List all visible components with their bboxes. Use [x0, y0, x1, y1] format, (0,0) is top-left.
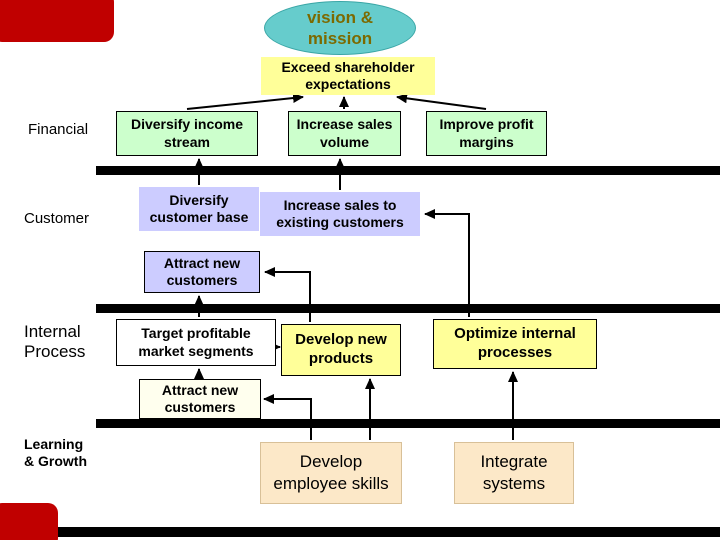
node-attract-new-customers-internal: Attract new customers	[139, 379, 261, 419]
divider-customer-internal	[96, 304, 720, 313]
node-increase-sales-volume: Increase sales volume	[288, 111, 401, 156]
red-corner-bottom-left	[0, 503, 58, 540]
divider-internal-learning	[96, 419, 720, 428]
perspective-financial: Financial	[28, 121, 89, 138]
vision-mission-ellipse: vision & mission	[264, 1, 416, 55]
node-exceed-shareholder-expectations: Exceed shareholder expectations	[261, 57, 435, 95]
arrow-income-to-goal	[186, 93, 304, 110]
arrow-optimize-to-existing	[424, 209, 470, 317]
perspective-customer: Customer	[24, 210, 90, 227]
node-optimize-internal-processes: Optimize internal processes	[433, 319, 597, 369]
node-diversify-income-stream: Diversify income stream	[116, 111, 258, 156]
node-improve-profit-margins: Improve profit margins	[426, 111, 547, 156]
arrow-margins-to-goal	[396, 93, 487, 110]
divider-bottom	[56, 527, 720, 537]
divider-financial-customer	[96, 166, 720, 175]
red-corner-top-left	[0, 0, 114, 42]
node-attract-new-customers-customer: Attract new customers	[144, 251, 260, 293]
node-diversify-customer-base: Diversify customer base	[139, 187, 259, 231]
node-target-profitable-market-segments: Target profitable market segments	[116, 319, 276, 366]
arrow-products-to-attract-customer	[264, 267, 311, 322]
perspective-learning-growth: Learning & Growth	[24, 436, 87, 469]
perspective-internal-process: Internal Process	[24, 322, 86, 362]
node-develop-new-products: Develop new products	[281, 324, 401, 376]
node-develop-employee-skills: Develop employee skills	[260, 442, 402, 504]
node-integrate-systems: Integrate systems	[454, 442, 574, 504]
node-increase-sales-existing-customers: Increase sales to existing customers	[260, 192, 420, 236]
